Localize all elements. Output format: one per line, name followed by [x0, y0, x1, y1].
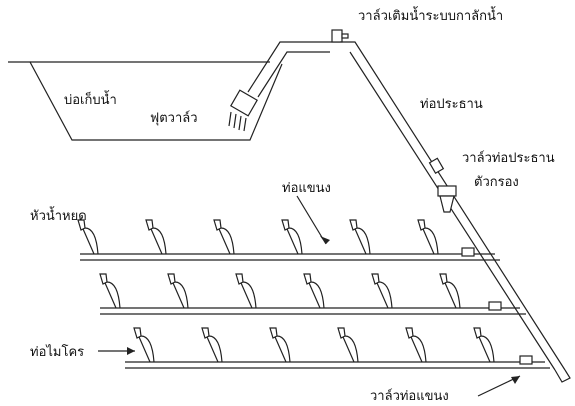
emitter-icon — [145, 219, 167, 255]
main-valve-icon — [428, 157, 445, 175]
emitter-icon — [99, 273, 121, 309]
emitter-label: หัวน้ำหยด — [30, 206, 87, 224]
emitter-icon — [167, 273, 189, 309]
emitters — [77, 219, 495, 363]
foot-valve-label: ฟุตวาล์ว — [150, 110, 198, 126]
micro-tube-label: ท่อไมโคร — [30, 344, 84, 360]
main-pipe-label: ท่อประธาน — [420, 97, 483, 112]
emitter-icon — [371, 273, 393, 309]
emitter-icon — [439, 273, 461, 309]
emitter-icon — [417, 219, 439, 255]
emitter-icon — [405, 327, 427, 363]
lateral-pipe-2 — [100, 301, 526, 315]
main-valve-label: วาล์วท่อประธาน — [462, 150, 555, 166]
suction-pipe — [247, 41, 340, 98]
filter-label: ตัวกรอง — [474, 175, 519, 190]
emitter-icon — [77, 219, 99, 255]
siphon-valve-icon — [331, 29, 349, 43]
emitter-icon — [281, 219, 303, 255]
emitter-icon — [235, 273, 257, 309]
emitter-icon — [473, 327, 495, 363]
emitter-icon — [349, 219, 371, 255]
lateral-valve-label: วาล์วท่อแขนง — [370, 388, 449, 404]
emitter-icon — [133, 327, 155, 363]
lateral-pipe-3 — [125, 355, 550, 369]
lateral-pipe-label: ท่อแขนง — [282, 181, 331, 196]
reservoir-label: บ่อเก็บน้ำ — [64, 90, 117, 108]
emitter-icon — [201, 327, 223, 363]
main-pipe — [340, 41, 571, 383]
reservoir — [8, 61, 283, 141]
emitter-icon — [303, 273, 325, 309]
emitter-icon — [337, 327, 359, 363]
filter-icon — [437, 185, 457, 213]
foot-valve-icon — [228, 89, 258, 132]
arrows — [98, 195, 521, 397]
siphon-valve-label: วาล์วเติมน้ำระบบกาลักน้ำ — [358, 6, 503, 24]
emitter-icon — [213, 219, 235, 255]
lateral-pipe-1 — [80, 247, 500, 261]
emitter-icon — [269, 327, 291, 363]
